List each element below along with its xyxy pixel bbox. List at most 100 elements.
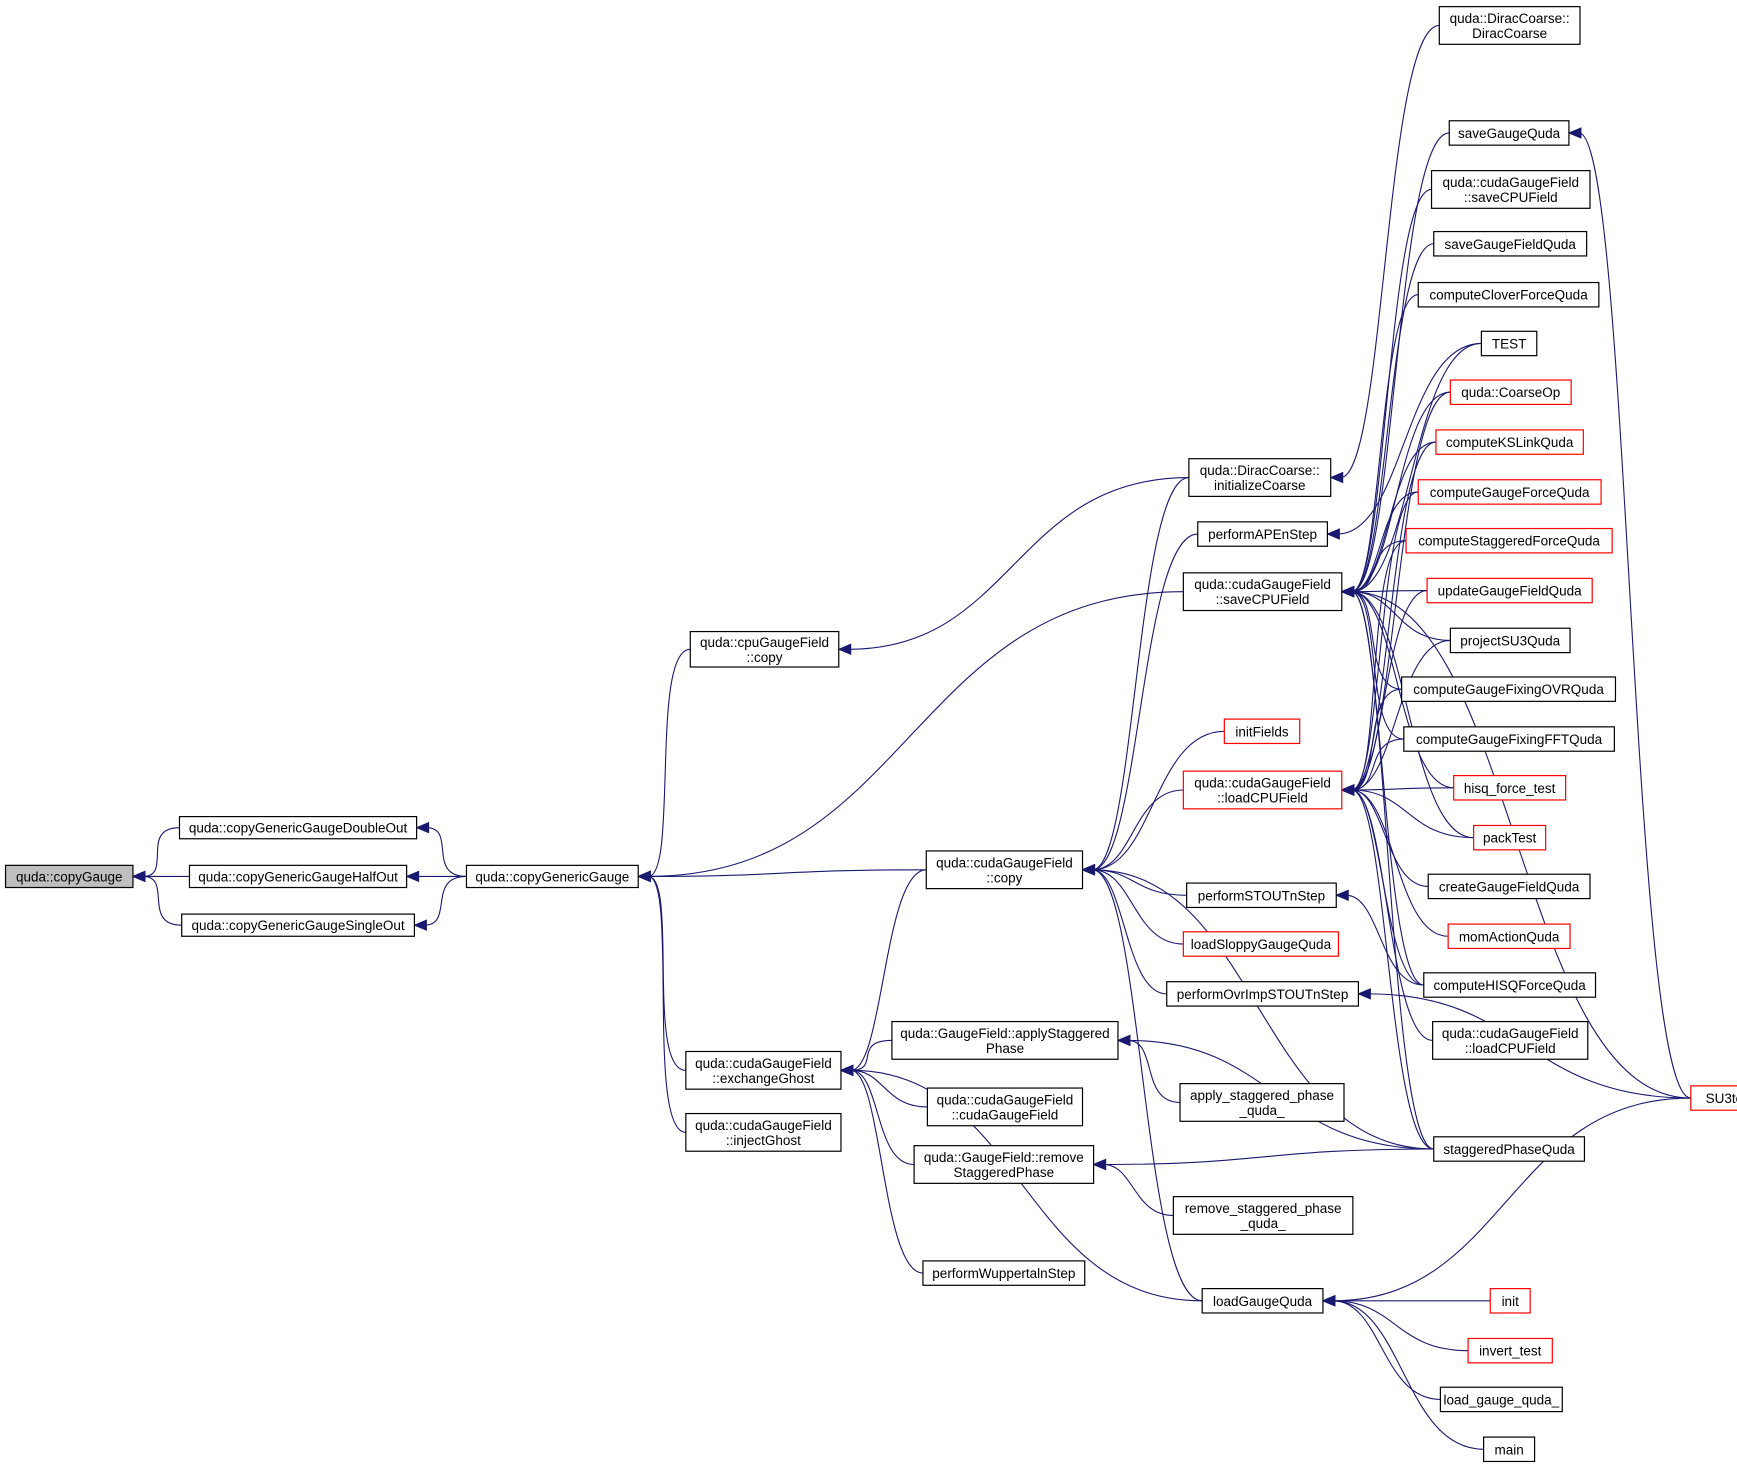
graph-node-packTest[interactable]: packTest [1473,824,1547,851]
graph-node-hisqForce[interactable]: computeHISQForceQuda [1423,972,1597,998]
graph-node-saveCPU[interactable]: quda::cudaGaugeField::saveCPUField [1182,572,1343,612]
node-box[interactable] [1448,120,1570,146]
node-box[interactable] [1182,572,1343,612]
graph-node-fixOVR[interactable]: computeGaugeFixingOVRQuda [1401,676,1617,702]
node-box[interactable] [685,1050,842,1090]
graph-node-fixFFT[interactable]: computeGaugeFixingFFTQuda [1403,726,1615,752]
graph-node-wupp[interactable]: performWuppertalnStep [922,1260,1086,1286]
node-box[interactable] [1480,330,1538,357]
graph-node-loadCPU2[interactable]: quda::cudaGaugeField::loadCPUField [1432,1020,1589,1060]
graph-node-loadGQ[interactable]: loadGaugeQuda [1201,1288,1324,1314]
graph-node-loadCPU[interactable]: quda::cudaGaugeField::loadCPUField [1182,770,1343,810]
node-box[interactable] [1417,479,1602,505]
node-box[interactable] [1449,627,1571,654]
graph-node-su3test[interactable]: SU3test [1690,1085,1737,1111]
node-box[interactable] [1188,458,1332,497]
graph-node-removeQ[interactable]: remove_staggered_phase_quda_ [1172,1196,1354,1235]
graph-node-dcCtor[interactable]: quda::DiracCoarse::DiracCoarse [1438,6,1581,45]
node-box[interactable] [689,630,840,668]
node-box[interactable] [1435,429,1584,455]
node-box[interactable] [1186,882,1337,909]
graph-node-ksLink[interactable]: computeKSLinkQuda [1435,429,1584,455]
node-box[interactable] [1426,577,1593,604]
node-box[interactable] [1166,981,1360,1007]
graph-node-saveGQ[interactable]: saveGaugeQuda [1448,120,1570,146]
node-box[interactable] [1172,1196,1354,1235]
graph-node-cudaCopy[interactable]: quda::cudaGaugeField::copy [925,850,1084,890]
node-box[interactable] [1439,1386,1563,1413]
node-box[interactable] [925,850,1084,890]
node-box[interactable] [1401,676,1617,702]
graph-node-gForce[interactable]: computeGaugeForceQuda [1417,479,1602,505]
node-box[interactable] [685,1112,842,1152]
node-box[interactable] [1483,1436,1536,1463]
graph-node-main[interactable]: main [1483,1436,1536,1463]
graph-node-cgfCtor[interactable]: quda::cudaGaugeField::cudaGaugeField [926,1087,1084,1127]
node-box[interactable] [188,864,408,889]
node-box[interactable] [1489,1288,1531,1314]
node-box[interactable] [1182,770,1343,810]
node-box[interactable] [181,913,415,937]
graph-node-initCoarse[interactable]: quda::DiracCoarse::initializeCoarse [1188,458,1332,497]
node-box[interactable] [1447,923,1571,950]
graph-node-exGhost[interactable]: quda::cudaGaugeField::exchangeGhost [685,1050,842,1090]
graph-node-stagPhase[interactable]: staggeredPhaseQuda [1433,1136,1586,1162]
graph-node-applyQ[interactable]: apply_staggered_phase_quda_ [1179,1083,1345,1122]
node-box[interactable] [1197,521,1328,547]
node-box[interactable] [1438,6,1581,45]
node-box[interactable] [1423,972,1597,998]
graph-node-saveGFQ[interactable]: saveGaugeFieldQuda [1433,230,1588,257]
graph-node-stout[interactable]: performSTOUTnStep [1186,882,1337,909]
node-box[interactable] [1403,726,1615,752]
graph-node-sglOut[interactable]: quda::copyGenericGaugeSingleOut [181,913,415,937]
graph-node-init[interactable]: init [1489,1288,1531,1314]
node-box[interactable] [1433,1136,1586,1162]
graph-node-updGF[interactable]: updateGaugeFieldQuda [1426,577,1593,604]
node-box[interactable] [913,1145,1095,1184]
node-box[interactable] [926,1087,1084,1127]
node-box[interactable] [178,815,418,840]
node-box[interactable] [1453,774,1567,801]
graph-node-initFields[interactable]: initFields [1223,718,1301,745]
graph-node-copyGauge[interactable]: quda::copyGauge [4,864,134,889]
graph-node-loadGQ_[interactable]: load_gauge_quda_ [1439,1386,1563,1413]
graph-node-injGhost[interactable]: quda::cudaGaugeField::injectGhost [685,1112,842,1152]
node-box[interactable] [1690,1085,1737,1111]
node-box[interactable] [1467,1337,1553,1364]
node-box[interactable] [4,864,134,889]
node-box[interactable] [1473,824,1547,851]
graph-node-invTest[interactable]: invert_test [1467,1337,1553,1364]
graph-node-apen[interactable]: performAPEnStep [1197,521,1328,547]
node-box[interactable] [1427,873,1591,900]
graph-node-projSU3[interactable]: projectSU3Quda [1449,627,1571,654]
graph-node-cpuCopy[interactable]: quda::cpuGaugeField::copy [689,630,840,668]
graph-node-dblOut[interactable]: quda::copyGenericGaugeDoubleOut [178,815,418,840]
node-box[interactable] [1449,379,1572,406]
node-box[interactable] [1417,281,1600,308]
graph-node-clover[interactable]: computeCloverForceQuda [1417,281,1600,308]
node-box[interactable] [1432,1020,1589,1060]
graph-node-momAct[interactable]: momActionQuda [1447,923,1571,950]
graph-node-halfOut[interactable]: quda::copyGenericGaugeHalfOut [188,864,408,889]
node-box[interactable] [891,1020,1119,1060]
node-box[interactable] [465,864,639,889]
graph-node-coarseOp[interactable]: quda::CoarseOp [1449,379,1572,406]
graph-node-sloppy[interactable]: loadSloppyGaugeQuda [1182,931,1340,957]
node-box[interactable] [1223,718,1301,745]
graph-node-cgg[interactable]: quda::copyGenericGauge [465,864,639,889]
graph-node-saveCPU2[interactable]: quda::cudaGaugeField::saveCPUField [1430,170,1591,209]
node-box[interactable] [922,1260,1086,1286]
graph-node-stagForce[interactable]: computeStaggeredForceQuda [1405,527,1613,554]
node-box[interactable] [1201,1288,1324,1314]
node-box[interactable] [1430,170,1591,209]
node-box[interactable] [1405,527,1613,554]
graph-node-TEST[interactable]: TEST [1480,330,1538,357]
node-box[interactable] [1182,931,1340,957]
node-box[interactable] [1179,1083,1345,1122]
graph-node-hisqTest[interactable]: hisq_force_test [1453,774,1567,801]
node-box[interactable] [1433,230,1588,257]
graph-node-createGF[interactable]: createGaugeFieldQuda [1427,873,1591,900]
graph-node-ovrImp[interactable]: performOvrImpSTOUTnStep [1166,981,1360,1007]
